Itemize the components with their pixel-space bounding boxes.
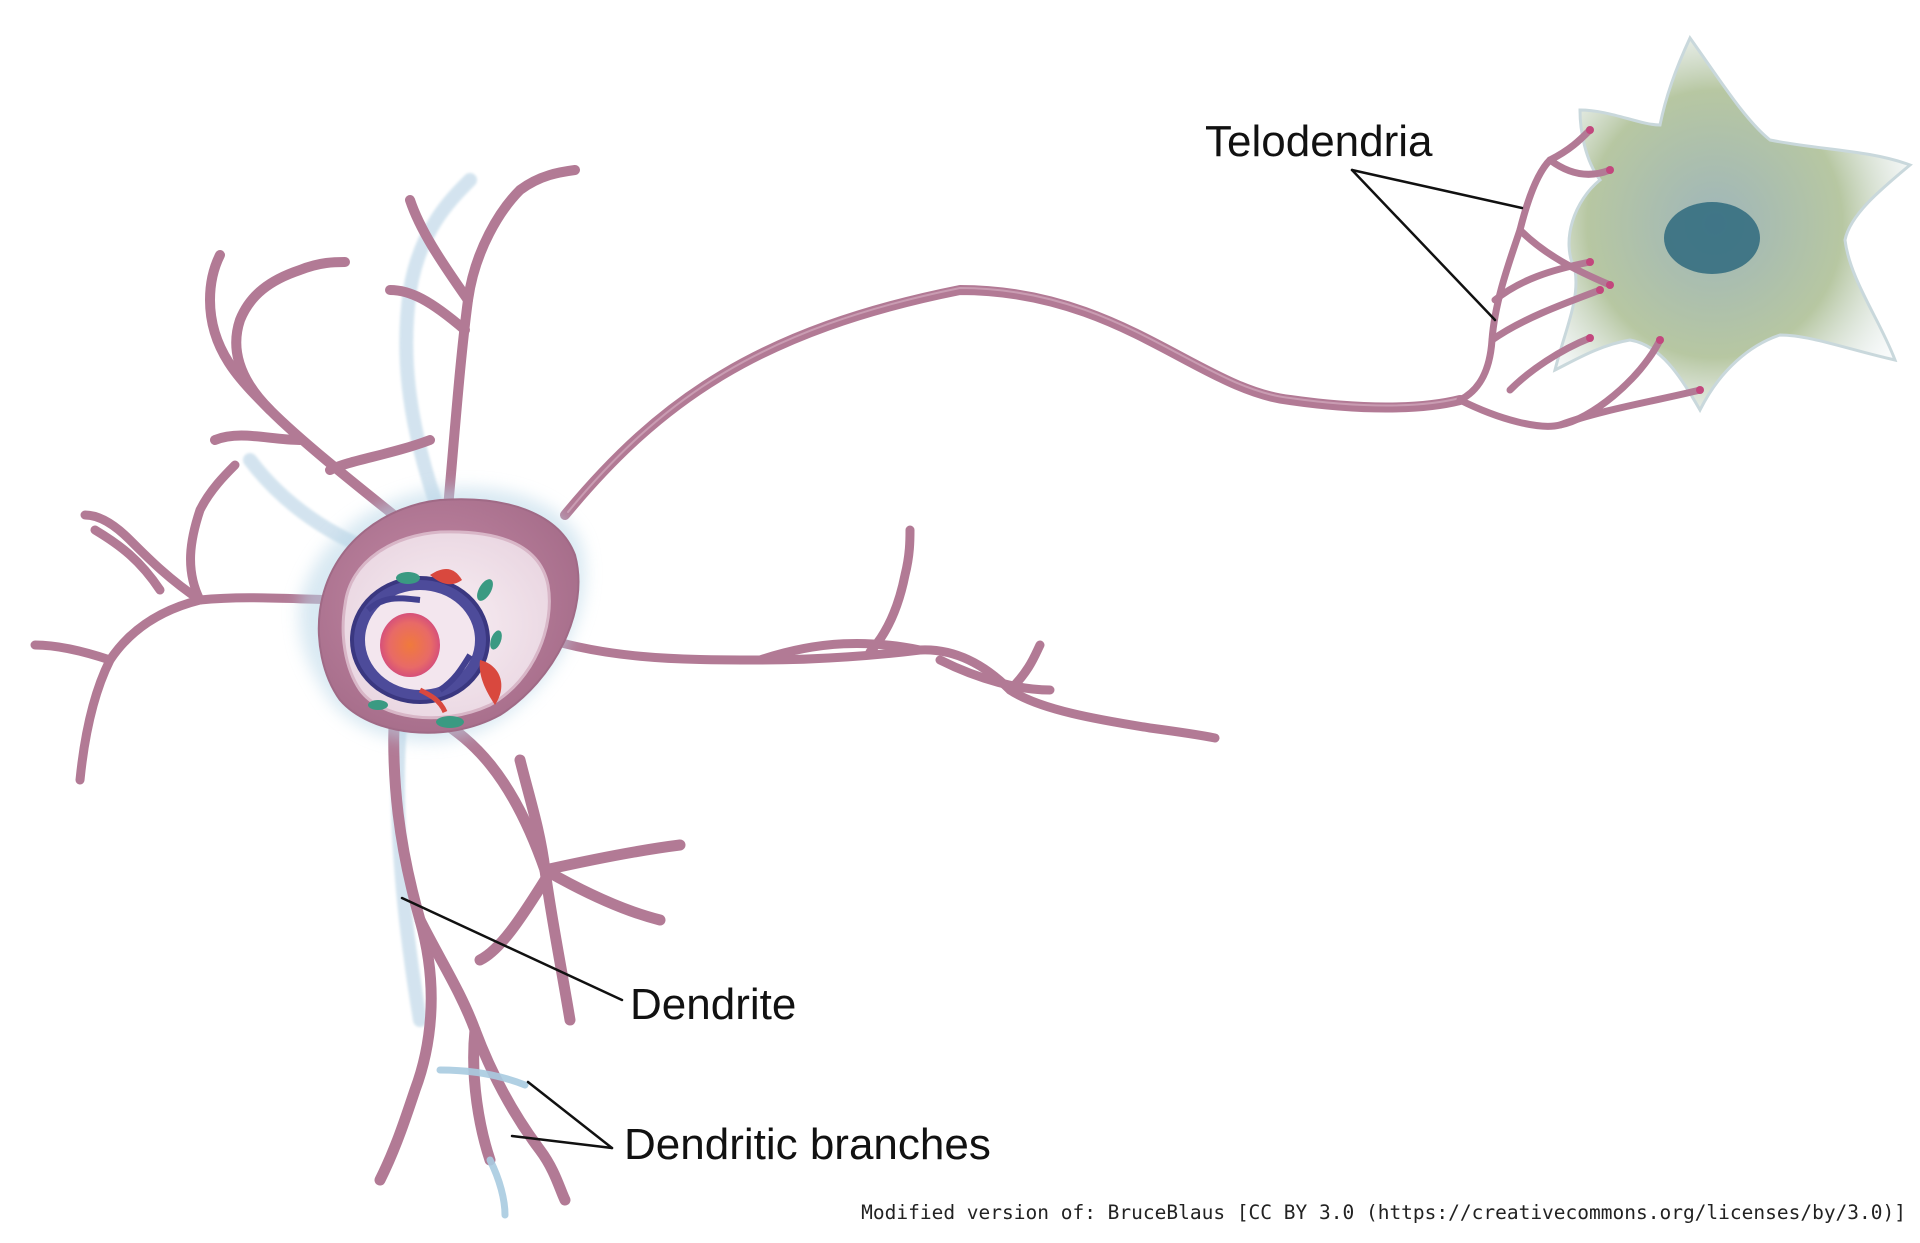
dendritic-branches-leader-2	[510, 1134, 614, 1150]
dendrite-upper	[385, 165, 580, 513]
dendrite-right	[515, 525, 1220, 743]
dendritic-branch-tips	[436, 1066, 529, 1219]
target-cell-nucleus	[1664, 202, 1760, 274]
target-cell	[1552, 35, 1913, 414]
mitochondrion-4	[368, 700, 388, 710]
nucleolus	[380, 613, 440, 677]
mitochondrion-1	[477, 579, 493, 601]
dendrites	[30, 165, 1220, 1219]
synaptic-terminals	[1586, 126, 1704, 394]
rough-er	[479, 660, 502, 705]
organelles	[368, 568, 502, 728]
golgi-apparatus	[430, 568, 462, 585]
axon-highlight	[567, 287, 1461, 513]
mitochondrion-5	[490, 630, 502, 650]
leader-lines	[400, 168, 1524, 1150]
dendritic-branches-label: Dendritic branches	[624, 1120, 991, 1169]
nucleus	[350, 576, 490, 704]
smooth-er	[418, 687, 448, 714]
attribution-credit: Modified version of: BruceBlaus [CC BY 3…	[861, 1201, 1906, 1224]
telodendria-leader-1	[1350, 168, 1524, 210]
mitochondrion-2	[396, 572, 420, 584]
dendrite-upper-left	[205, 250, 435, 525]
mitochondrion-3	[436, 716, 464, 728]
dendrite-leader	[400, 896, 624, 1002]
axon	[560, 126, 1704, 520]
dendrite-left	[30, 460, 365, 785]
telodendria-label: Telodendria	[1205, 117, 1433, 166]
dendritic-branches-leader-1	[526, 1080, 614, 1150]
telodendria-branches	[1456, 126, 1704, 430]
dendrite-label: Dendrite	[630, 980, 797, 1029]
telodendria-leader-2	[1350, 168, 1497, 322]
soma	[299, 487, 586, 742]
dendrite-lower	[374, 694, 686, 1206]
